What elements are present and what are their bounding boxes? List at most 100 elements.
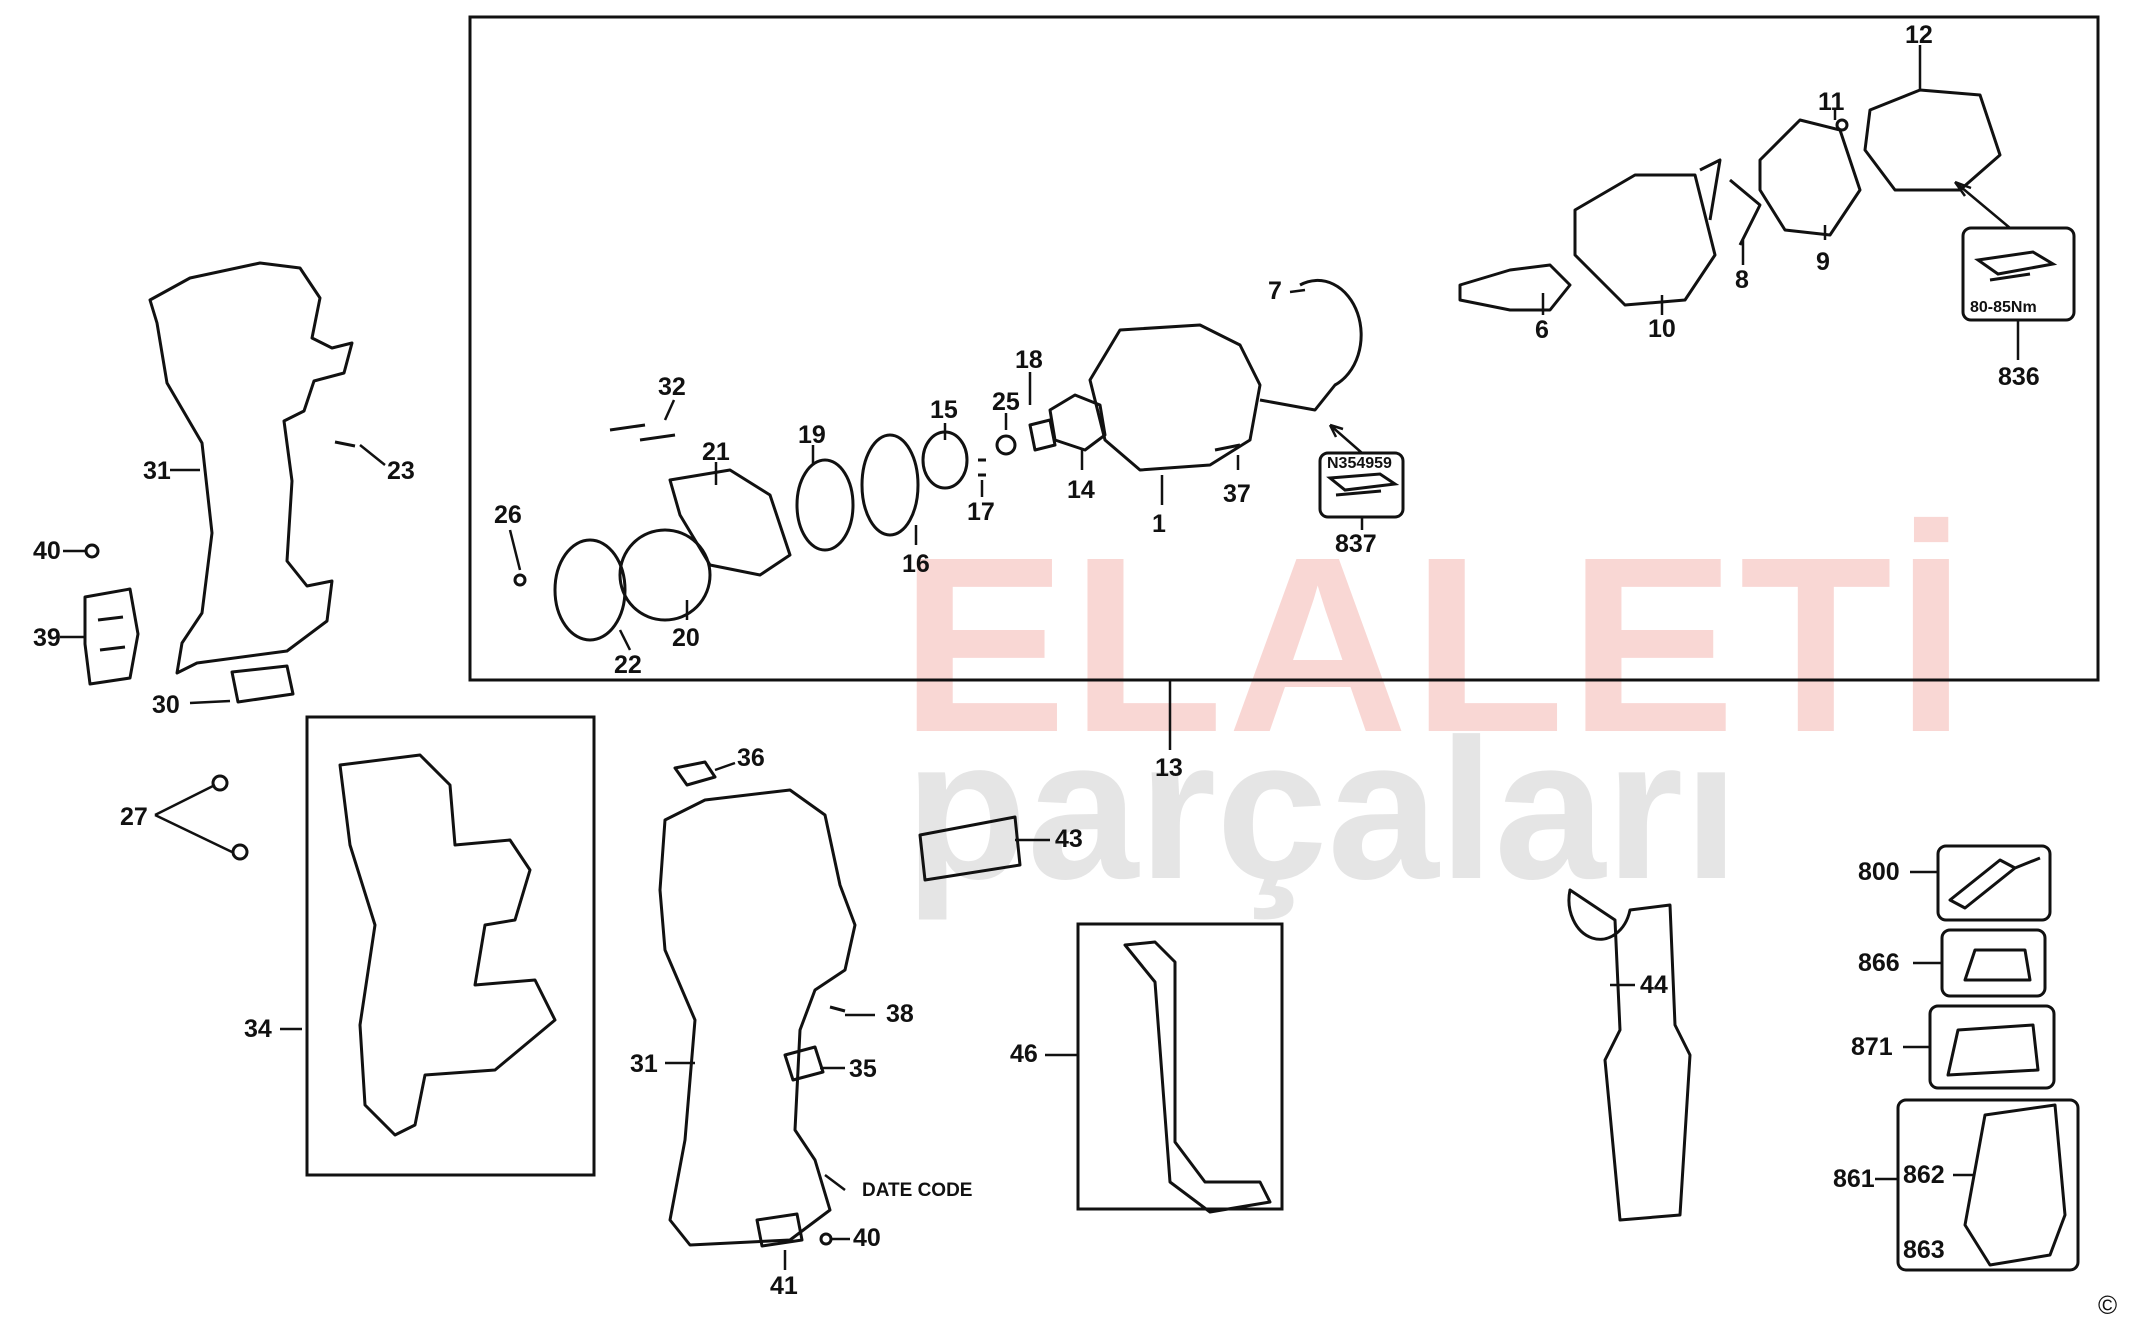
callout-14: 14 — [1067, 476, 1095, 504]
switch-module-34 — [338, 753, 557, 1137]
callout-23: 23 — [387, 457, 415, 485]
gear-36 — [673, 760, 717, 787]
detail-836-part — [1974, 250, 2058, 282]
detail-837-part — [1326, 472, 1400, 497]
nut-27a — [211, 774, 229, 792]
pins-32 — [609, 423, 676, 442]
callout-43: 43 — [1055, 825, 1083, 853]
callout-10: 10 — [1648, 315, 1676, 343]
wire-harness-frame — [1076, 922, 1284, 1211]
motor-end-cap-22 — [553, 538, 627, 642]
copyright-mark: © — [2098, 1290, 2118, 1320]
nut-27b — [231, 843, 249, 861]
watermark-subtitle: parçaları — [905, 698, 1739, 921]
harness-46 — [1123, 940, 1272, 1214]
note-part-number: N354959 — [1327, 455, 1392, 472]
callout-36: 36 — [737, 744, 765, 772]
leader-36 — [714, 761, 736, 772]
gearbox-assembly-frame — [468, 15, 2100, 682]
callout-34: 34 — [244, 1015, 272, 1043]
screw-40b — [819, 1232, 833, 1246]
leader-26 — [508, 529, 522, 571]
callout-8: 8 — [1735, 266, 1749, 294]
callout-35: 35 — [849, 1055, 877, 1083]
leader-23 — [359, 444, 386, 466]
gear-cover-21 — [668, 468, 792, 577]
callout-20: 20 — [672, 624, 700, 652]
accessory-800 — [1948, 856, 2041, 910]
charger-871 — [1946, 1023, 2040, 1077]
leader-7 — [1289, 288, 1306, 294]
battery-866 — [1963, 948, 2032, 982]
callout-1: 1 — [1152, 510, 1166, 538]
button-30 — [230, 664, 295, 704]
accessory-866-frame — [1940, 928, 2047, 998]
callout-866: 866 — [1858, 949, 1900, 977]
callout-6: 6 — [1535, 316, 1549, 344]
clips-8 — [1699, 158, 1762, 246]
callout-27: 27 — [120, 803, 148, 831]
ring-15 — [921, 430, 969, 490]
arrow-837 — [1328, 423, 1363, 454]
accessory-800-frame — [1936, 844, 2052, 922]
callout-13: 13 — [1155, 754, 1183, 782]
watermark-brand: ELALETİ — [900, 505, 1970, 784]
callout-40-bottom: 40 — [853, 1224, 881, 1252]
label-43 — [918, 815, 1022, 882]
callout-836: 836 — [1998, 363, 2040, 391]
screw-40a — [84, 543, 100, 559]
clip-41 — [755, 1212, 804, 1248]
gear-housing-10 — [1573, 173, 1717, 307]
callout-25: 25 — [992, 388, 1020, 416]
cover-39 — [83, 587, 140, 686]
chuck-12 — [1863, 88, 2002, 192]
callout-21: 21 — [702, 438, 730, 466]
callout-17: 17 — [967, 498, 995, 526]
spindle-6 — [1458, 263, 1572, 312]
callout-15: 15 — [930, 396, 958, 424]
callout-31-left-housing: 31 — [143, 457, 171, 485]
callout-863: 863 — [1903, 1236, 1945, 1264]
bracket-7 — [1259, 278, 1363, 412]
leader-22 — [618, 629, 632, 651]
callout-46: 46 — [1010, 1040, 1038, 1068]
callout-26: 26 — [494, 501, 522, 529]
note-torque: 80-85Nm — [1970, 299, 2037, 316]
callout-31-right-housing: 31 — [630, 1050, 658, 1078]
plate-14 — [1048, 393, 1107, 452]
screw-26 — [513, 573, 527, 587]
housing-half-31 — [148, 261, 354, 675]
callout-11: 11 — [1818, 88, 1845, 116]
rotor-20 — [618, 528, 712, 622]
motor-stator-1 — [1088, 323, 1262, 472]
pins-17 — [978, 458, 986, 477]
callout-22: 22 — [614, 651, 642, 679]
callout-38: 38 — [886, 1000, 914, 1028]
bushing-9 — [1758, 118, 1862, 237]
callout-18: 18 — [1015, 346, 1043, 374]
switch-module-frame — [305, 715, 596, 1177]
callout-30: 30 — [152, 691, 180, 719]
screw-38 — [829, 1005, 846, 1013]
housing-31b — [658, 788, 857, 1247]
carry-case-861 — [1963, 1103, 2067, 1267]
callout-871: 871 — [1851, 1033, 1893, 1061]
leader-32 — [663, 399, 676, 421]
carrier-19 — [795, 458, 855, 552]
washer-25 — [995, 434, 1017, 456]
leader-date-code — [824, 1174, 846, 1191]
ring-gear-16 — [860, 433, 920, 537]
screw-11 — [1835, 118, 1849, 132]
callout-837: 837 — [1335, 530, 1377, 558]
cover-35 — [783, 1045, 825, 1082]
side-handle-44 — [1567, 888, 1692, 1222]
callout-44: 44 — [1640, 971, 1668, 999]
leader-27b — [154, 813, 233, 854]
callout-16: 16 — [902, 550, 930, 578]
callout-862: 862 — [1903, 1161, 1945, 1189]
callout-7: 7 — [1268, 277, 1282, 305]
note-date-code: DATE CODE — [862, 1180, 973, 1201]
callout-39: 39 — [33, 624, 61, 652]
callout-800: 800 — [1858, 858, 1900, 886]
